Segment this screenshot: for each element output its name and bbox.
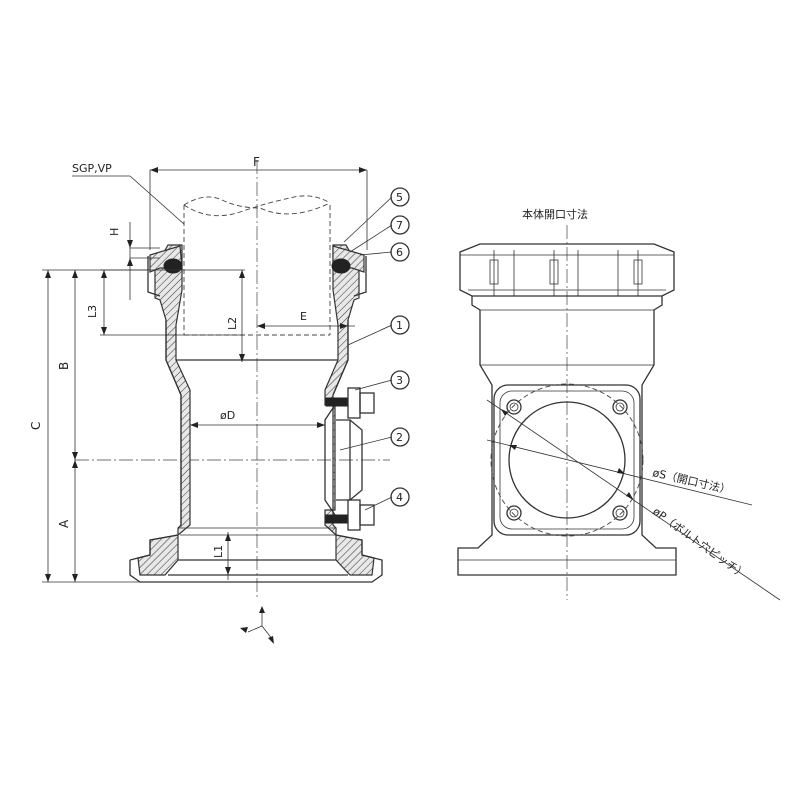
side-opening [508, 401, 626, 519]
dim-l2-label: L2 [226, 317, 239, 330]
svg-text:5: 5 [396, 191, 403, 204]
bottom-flange [129, 534, 383, 583]
side-view: 本体開口寸法 [457, 207, 781, 601]
rubber-ring-left [163, 258, 183, 274]
dim-a: A [57, 460, 78, 582]
section-view: F SGP,VP H L3 L2 [29, 155, 410, 644]
body-wall-left [137, 244, 191, 576]
dim-b: B [57, 270, 78, 460]
dim-l2: L2 [226, 270, 245, 362]
dim-d-label: øD [220, 409, 235, 422]
dim-p-label: øP（ボルト穴ピッチ） [650, 504, 749, 581]
dim-f-label: F [253, 155, 260, 169]
side-view-title: 本体開口寸法 [522, 207, 588, 221]
side-bolt-holes [506, 399, 628, 521]
callout-1: 1 [347, 315, 410, 346]
callout-3: 3 [354, 370, 410, 391]
dim-s-label: øS（開口寸法） [651, 465, 732, 497]
dim-c: C [29, 269, 150, 583]
dim-e: E [257, 310, 355, 329]
dim-s: øS（開口寸法） [486, 439, 753, 506]
dim-l3-label: L3 [86, 305, 99, 318]
outlet-cover [324, 387, 375, 531]
dim-l1-label: L1 [212, 545, 225, 558]
pipe-spec-label: SGP,VP [72, 162, 112, 175]
side-cap-nut [459, 243, 675, 297]
dim-b-label: B [57, 362, 71, 370]
rubber-ring-right [331, 258, 351, 274]
dim-a-label: A [57, 519, 71, 528]
callout-4: 4 [364, 487, 410, 511]
callout-2: 2 [339, 427, 410, 451]
callout-7: 7 [349, 215, 410, 253]
view-direction-symbol [240, 606, 274, 644]
svg-text:4: 4 [396, 491, 403, 504]
svg-text:2: 2 [396, 431, 403, 444]
svg-text:3: 3 [396, 374, 403, 387]
callout-6: 6 [359, 242, 410, 262]
svg-text:6: 6 [396, 246, 403, 259]
side-body [457, 296, 677, 576]
dim-f: F [149, 155, 368, 250]
bolt-pitch-circle [490, 383, 644, 537]
svg-text:1: 1 [396, 319, 403, 332]
dim-h: H [108, 222, 160, 300]
callout-5: 5 [343, 187, 410, 243]
dim-l1: L1 [212, 532, 231, 580]
side-outlet-flange [493, 384, 641, 536]
svg-text:7: 7 [396, 219, 403, 232]
dim-c-label: C [29, 422, 43, 430]
dim-p: øP（ボルト穴ピッチ） [486, 399, 781, 601]
dim-h-label: H [108, 228, 121, 236]
dim-d: øD [190, 409, 325, 428]
dim-e-label: E [300, 310, 307, 323]
